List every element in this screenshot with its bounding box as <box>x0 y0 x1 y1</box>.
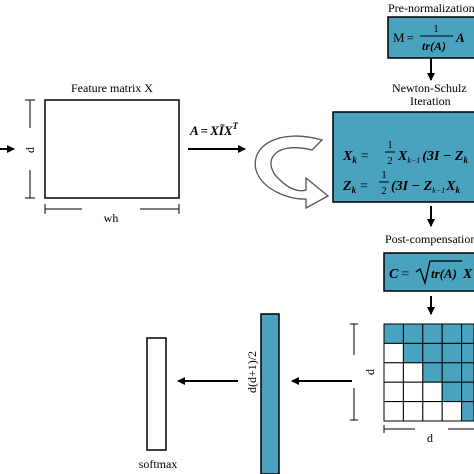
dim-wh-bracket <box>44 204 180 214</box>
upper-triangle-grid <box>383 323 474 422</box>
grid-cell-empty <box>383 342 404 364</box>
grid-cell-filled <box>461 323 474 344</box>
pre-normalization-label: Pre-normalization <box>388 1 474 15</box>
m-formula-lhs: M= <box>393 30 414 45</box>
grid-d-left-bracket <box>350 323 358 421</box>
grid-d-bottom-label: d <box>427 431 433 445</box>
grid-cell-empty <box>422 401 443 422</box>
grid-cell-filled <box>461 362 474 383</box>
grid-cell-filled <box>383 323 404 344</box>
grid-cell-filled <box>422 323 443 344</box>
c-formula-root-arg: tr(A) <box>431 266 457 281</box>
c-formula-radical <box>415 260 462 286</box>
dim-wh-label: wh <box>104 211 119 225</box>
feature-matrix-label: Feature matrix X <box>71 81 153 95</box>
grid-cell-filled <box>422 342 443 364</box>
grid-d-bottom-bracket <box>383 425 474 433</box>
m-formula-den: tr(A) <box>422 39 446 53</box>
newton-schulz-label-1: Newton-Schulz <box>392 81 467 95</box>
grid-cell-empty <box>441 401 463 422</box>
dim-d-bracket <box>25 99 35 199</box>
zk-formula-rhs: (3I − Zk−1Xk <box>391 179 460 195</box>
grid-cell-filled <box>441 381 463 403</box>
c-formula-lhs: C= <box>389 267 409 282</box>
newton-schulz-box <box>332 111 474 203</box>
zk-formula-num: 1 <box>381 169 387 181</box>
grid-cell-empty <box>422 381 443 403</box>
zk-formula-den: 2 <box>381 185 387 197</box>
post-compensation-label: Post-compensation <box>385 232 474 246</box>
post-compensation-box <box>383 252 474 292</box>
m-formula-rhs: A <box>455 30 465 45</box>
grid-cell-filled <box>402 323 424 344</box>
m-formula-num: 1 <box>433 23 439 35</box>
zk-formula-lhs: Zk= <box>342 179 368 195</box>
xk-formula-den: 2 <box>387 155 393 167</box>
grid-cell-filled <box>441 362 463 383</box>
softmax-label: softmax <box>139 457 178 471</box>
grid-d-left-label: d <box>363 369 377 375</box>
newton-schulz-label-2: Iteration <box>410 94 451 108</box>
vector-dim-label: d(d+1)/2 <box>245 351 259 393</box>
grid-cell-filled <box>461 381 474 403</box>
grid-cell-filled <box>441 342 463 364</box>
grid-cell-empty <box>383 362 404 383</box>
feature-matrix-box <box>44 99 180 199</box>
grid-cell-filled <box>441 323 463 344</box>
softmax-vector <box>146 337 167 451</box>
xk-formula-num: 1 <box>387 139 393 151</box>
grid-cell-filled <box>402 342 424 364</box>
grid-cell-filled <box>461 401 474 422</box>
grid-cell-empty <box>402 401 424 422</box>
xk-formula-lhs: Xk= <box>342 149 369 165</box>
dim-d-label: d <box>23 147 37 153</box>
grid-cell-filled <box>461 342 474 364</box>
grid-cell-empty <box>383 401 404 422</box>
pre-normalization-box <box>387 16 474 59</box>
grid-cell-empty <box>402 362 424 383</box>
grid-cell-empty <box>402 381 424 403</box>
iteration-loop-arrow <box>254 135 330 210</box>
grid-cell-empty <box>383 381 404 403</box>
c-formula-rhs: X <box>462 267 473 282</box>
a-formula: A=XĪXT <box>189 121 239 138</box>
upper-triangle-vector <box>260 313 280 474</box>
xk-formula-rhs: Xk−1(3I − Zk <box>397 149 468 165</box>
grid-cell-filled <box>422 362 443 383</box>
